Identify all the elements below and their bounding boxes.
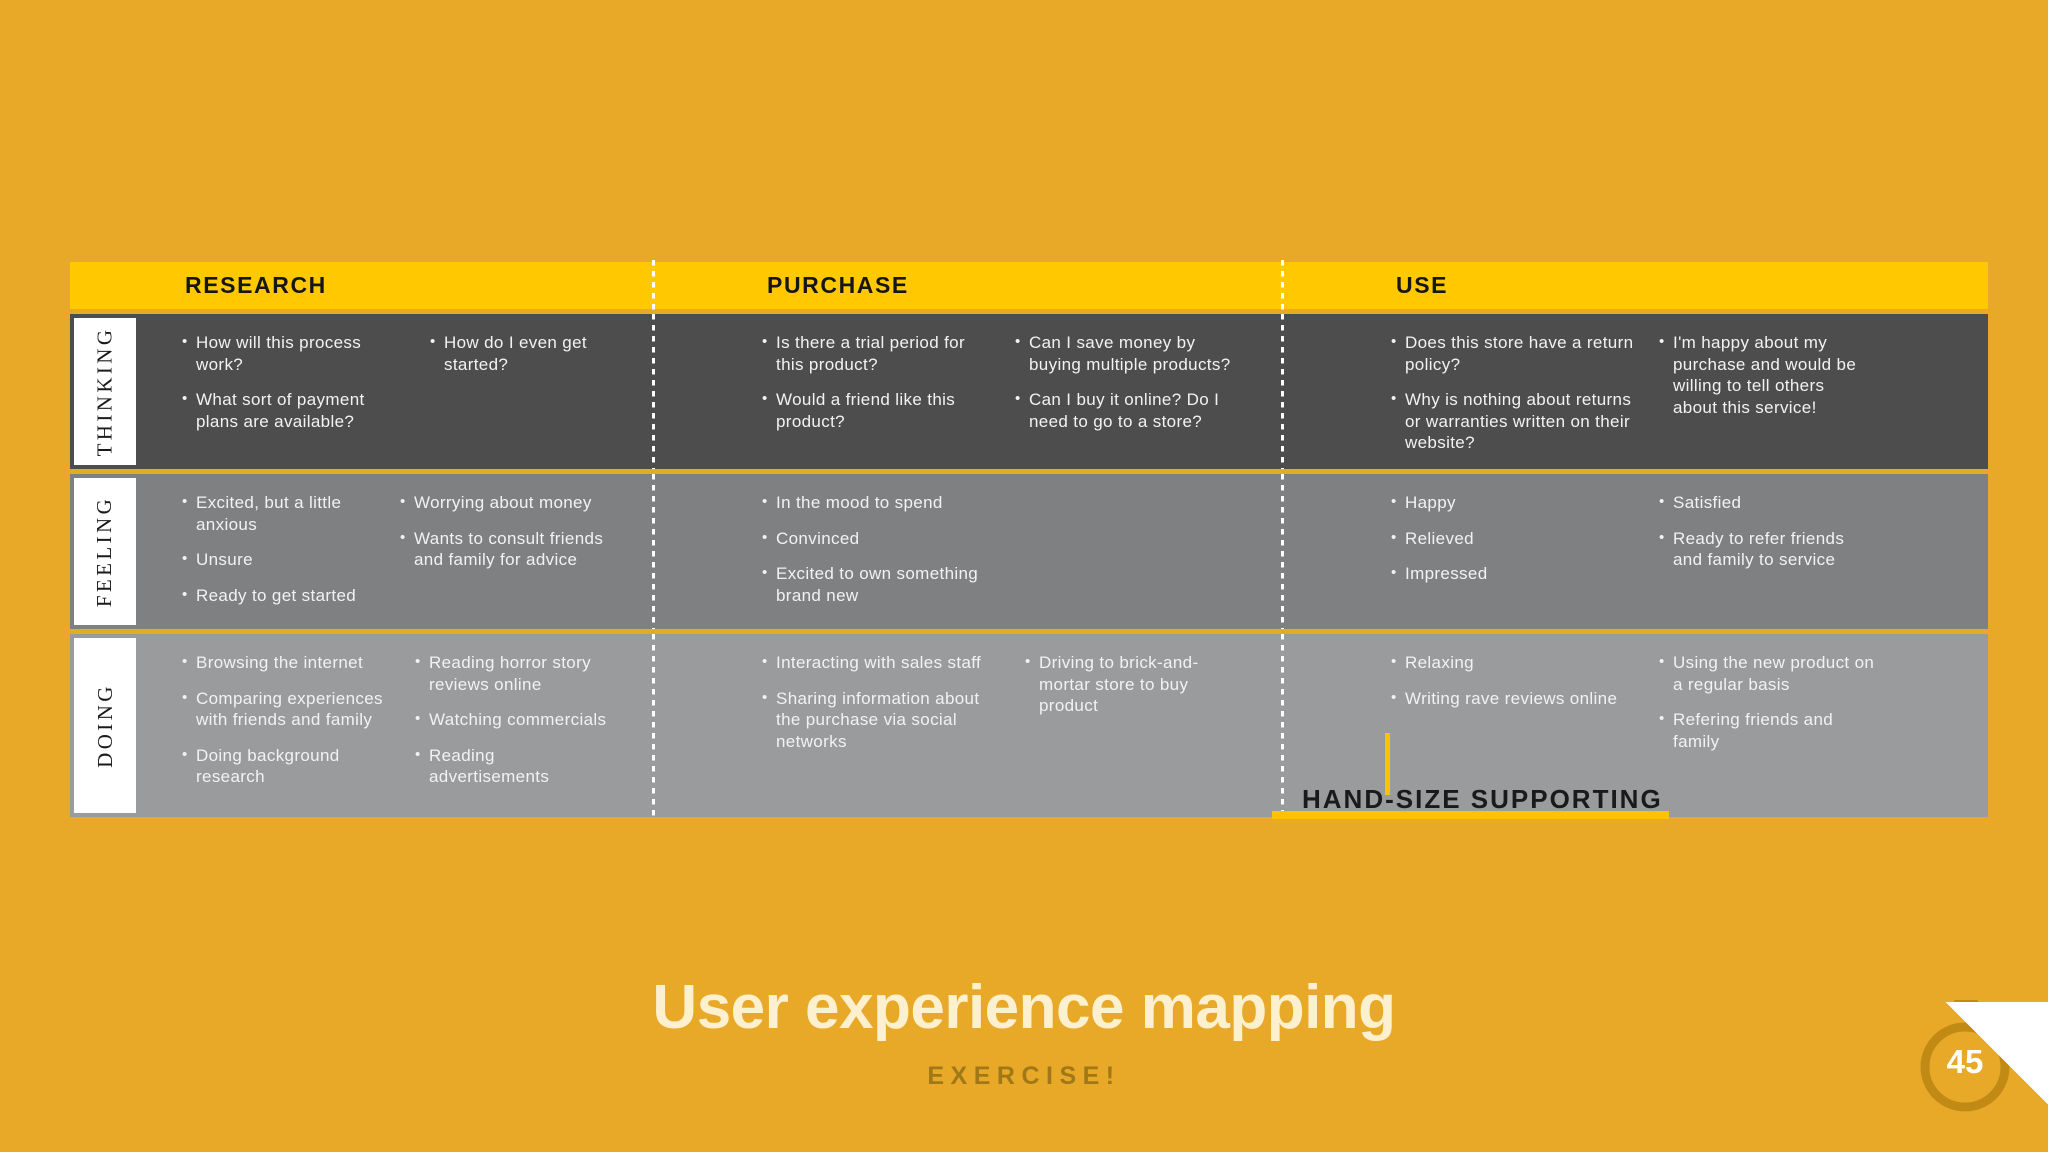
row-label-doing: DOING [74, 638, 136, 813]
stage-title-research: RESEARCH [185, 272, 327, 298]
footer-block: User experience mapping EXERCISE! [0, 975, 2048, 1091]
bullet-group: Driving to brick-and-mortar store to buy… [1007, 634, 1222, 817]
bullet-group: Using the new product on a regular basis… [1641, 634, 1881, 817]
cell-doing-use: Relaxing Writing rave reviews online Usi… [1281, 634, 1988, 817]
list-item: Watching commercials [415, 709, 612, 731]
list-item: Doing background research [182, 745, 397, 788]
bullet-group: Can I save money by buying multiple prod… [997, 314, 1247, 469]
list-item: Wants to consult friends and family for … [400, 528, 612, 571]
list-item: Reading horror story reviews online [415, 652, 612, 695]
row-columns-doing: Browsing the internet Comparing experien… [70, 634, 1988, 817]
row-label-text: FEELING [92, 495, 117, 608]
list-item: Excited, but a little anxious [182, 492, 382, 535]
cell-feeling-research: Excited, but a little anxious Unsure Rea… [70, 474, 652, 629]
cell-feeling-purchase: In the mood to spend Convinced Excited t… [652, 474, 1281, 629]
bullet-group: Relaxing Writing rave reviews online [1391, 634, 1641, 817]
stage-header-research: RESEARCH [70, 262, 652, 309]
row-label-text: DOING [92, 683, 117, 768]
list-item: Sharing information about the purchase v… [762, 688, 1007, 753]
list-item: Can I buy it online? Do I need to go to … [1015, 389, 1247, 432]
artifact-caption-text: HAND-SIZE SUPPORTING [1302, 789, 1663, 814]
bullet-group: Happy Relieved Impressed [1391, 474, 1641, 629]
list-item: Satisfied [1659, 492, 1871, 514]
list-item: Interacting with sales staff [762, 652, 1007, 674]
bullet-group: Satisfied Ready to refer friends and fam… [1641, 474, 1871, 629]
row-columns-thinking: How will this process work? What sort of… [70, 314, 1988, 469]
list-item: Refering friends and family [1659, 709, 1881, 752]
left-accent-rail [62, 262, 70, 819]
stage-header-use: USE [1281, 260, 1988, 311]
list-item: Driving to brick-and-mortar store to buy… [1025, 652, 1222, 717]
map-row-feeling: Excited, but a little anxious Unsure Rea… [70, 474, 1988, 629]
bullet-group: In the mood to spend Convinced Excited t… [762, 474, 1002, 629]
bullet-group: Interacting with sales staff Sharing inf… [762, 634, 1007, 817]
list-item: Happy [1391, 492, 1641, 514]
list-item: What sort of payment plans are available… [182, 389, 412, 432]
page-title: User experience mapping [652, 973, 1396, 1042]
list-item: Relaxing [1391, 652, 1641, 674]
list-item: Convinced [762, 528, 1002, 550]
row-label-feeling: FEELING [74, 478, 136, 625]
bullet-group: Does this store have a return policy? Wh… [1391, 314, 1641, 469]
bullet-group: Is there a trial period for this product… [762, 314, 997, 469]
list-item: Writing rave reviews online [1391, 688, 1641, 710]
cell-doing-purchase: Interacting with sales staff Sharing inf… [652, 634, 1281, 817]
cell-feeling-use: Happy Relieved Impressed Satisfied Ready… [1281, 474, 1988, 629]
list-item: Unsure [182, 549, 382, 571]
artifact-bar [1272, 811, 1669, 819]
clipped-caption-artifact: HAND-SIZE SUPPORTING [1272, 789, 1669, 819]
list-item: Does this store have a return policy? [1391, 332, 1641, 375]
bullet-group: Worrying about money Wants to consult fr… [382, 474, 612, 629]
user-journey-map: RESEARCH PURCHASE USE How will this proc… [62, 260, 1988, 819]
list-item: Using the new product on a regular basis [1659, 652, 1881, 695]
stage-header-bar: RESEARCH PURCHASE USE [70, 260, 1988, 311]
list-item: In the mood to spend [762, 492, 1002, 514]
list-item: Worrying about money [400, 492, 612, 514]
list-item: I'm happy about my purchase and would be… [1659, 332, 1871, 418]
list-item: Why is nothing about returns or warranti… [1391, 389, 1641, 454]
list-item: Relieved [1391, 528, 1641, 550]
map-row-thinking: How will this process work? What sort of… [70, 314, 1988, 469]
list-item: Browsing the internet [182, 652, 397, 674]
list-item: Comparing experiences with friends and f… [182, 688, 397, 731]
list-item: How do I even get started? [430, 332, 612, 375]
cell-thinking-use: Does this store have a return policy? Wh… [1281, 314, 1988, 469]
bullet-group: Excited, but a little anxious Unsure Rea… [182, 474, 382, 629]
list-item: Impressed [1391, 563, 1641, 585]
row-label-thinking: THINKING [74, 318, 136, 465]
stage-title-purchase: PURCHASE [767, 272, 909, 298]
row-columns-feeling: Excited, but a little anxious Unsure Rea… [70, 474, 1988, 629]
list-item: Reading advertisements [415, 745, 612, 788]
cell-thinking-purchase: Is there a trial period for this product… [652, 314, 1281, 469]
cell-doing-research: Browsing the internet Comparing experien… [70, 634, 652, 817]
stage-header-purchase: PURCHASE [652, 260, 1281, 311]
list-item: Ready to get started [182, 585, 382, 607]
list-item: Is there a trial period for this product… [762, 332, 997, 375]
artifact-tick-mark [1385, 733, 1390, 795]
list-item: Ready to refer friends and family to ser… [1659, 528, 1871, 571]
cell-thinking-research: How will this process work? What sort of… [70, 314, 652, 469]
bullet-group: I'm happy about my purchase and would be… [1641, 314, 1871, 469]
list-item: Would a friend like this product? [762, 389, 997, 432]
stage-title-use: USE [1396, 272, 1449, 298]
list-item: How will this process work? [182, 332, 412, 375]
bullet-group: How do I even get started? [412, 314, 612, 469]
page-subtitle: EXERCISE! [927, 1062, 1121, 1091]
list-item: Can I save money by buying multiple prod… [1015, 332, 1247, 375]
row-label-text: THINKING [92, 326, 117, 457]
list-item: Excited to own something brand new [762, 563, 1002, 606]
bullet-group: How will this process work? What sort of… [182, 314, 412, 469]
map-row-doing: Browsing the internet Comparing experien… [70, 634, 1988, 817]
corner-wedge-decoration [1898, 1002, 2048, 1152]
bullet-group: Reading horror story reviews online Watc… [397, 634, 612, 817]
bullet-group: Browsing the internet Comparing experien… [182, 634, 397, 817]
